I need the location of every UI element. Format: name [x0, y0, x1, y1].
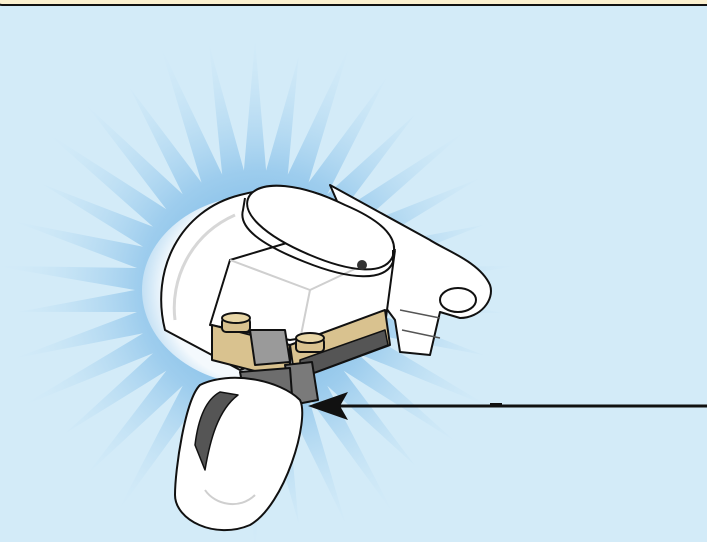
illustration	[0, 0, 707, 542]
instruction-step-canvas	[0, 0, 707, 542]
